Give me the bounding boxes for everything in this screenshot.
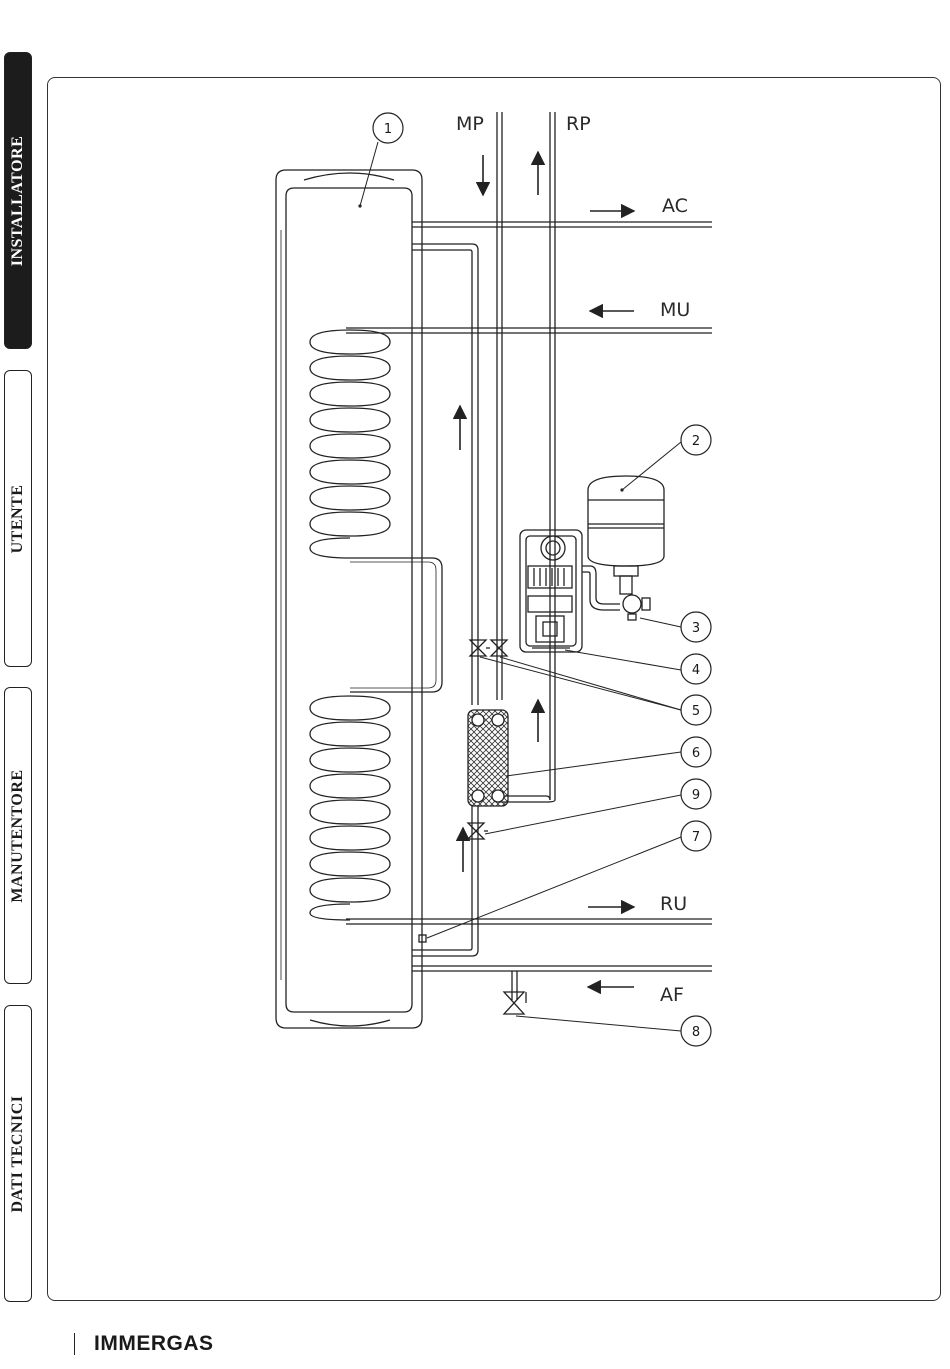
vessel-valve [623,595,650,620]
callout-7-number: 7 [692,830,700,845]
label-mp: MP [456,113,484,135]
storage-tank [276,170,422,1028]
callout-5-number: 5 [692,704,700,719]
label-ac: AC [662,195,688,217]
callout-3-number: 3 [692,621,700,636]
footer-divider [74,1333,75,1355]
plate-heat-exchanger [468,710,508,806]
callout-1-number: 1 [384,122,392,137]
valve-8 [504,992,524,1014]
brand-logo: IMMERGAS [94,1332,214,1356]
callout-6-number: 6 [692,746,700,761]
callout-4-number: 4 [692,663,700,678]
label-ru: RU [660,893,687,915]
brand-logo-text: IMMERGAS [94,1332,214,1355]
callout-8-number: 8 [692,1025,700,1040]
lower-coil [310,696,390,920]
expansion-vessel [588,476,664,594]
upper-coil [310,330,390,558]
callout-9-number: 9 [692,788,700,803]
coil-connector [350,558,442,692]
label-af: AF [660,984,684,1006]
label-rp: RP [566,113,591,135]
circulation-pump [520,530,582,652]
label-mu: MU [660,299,690,321]
valve-9 [468,823,484,839]
callout-2-number: 2 [692,434,700,449]
